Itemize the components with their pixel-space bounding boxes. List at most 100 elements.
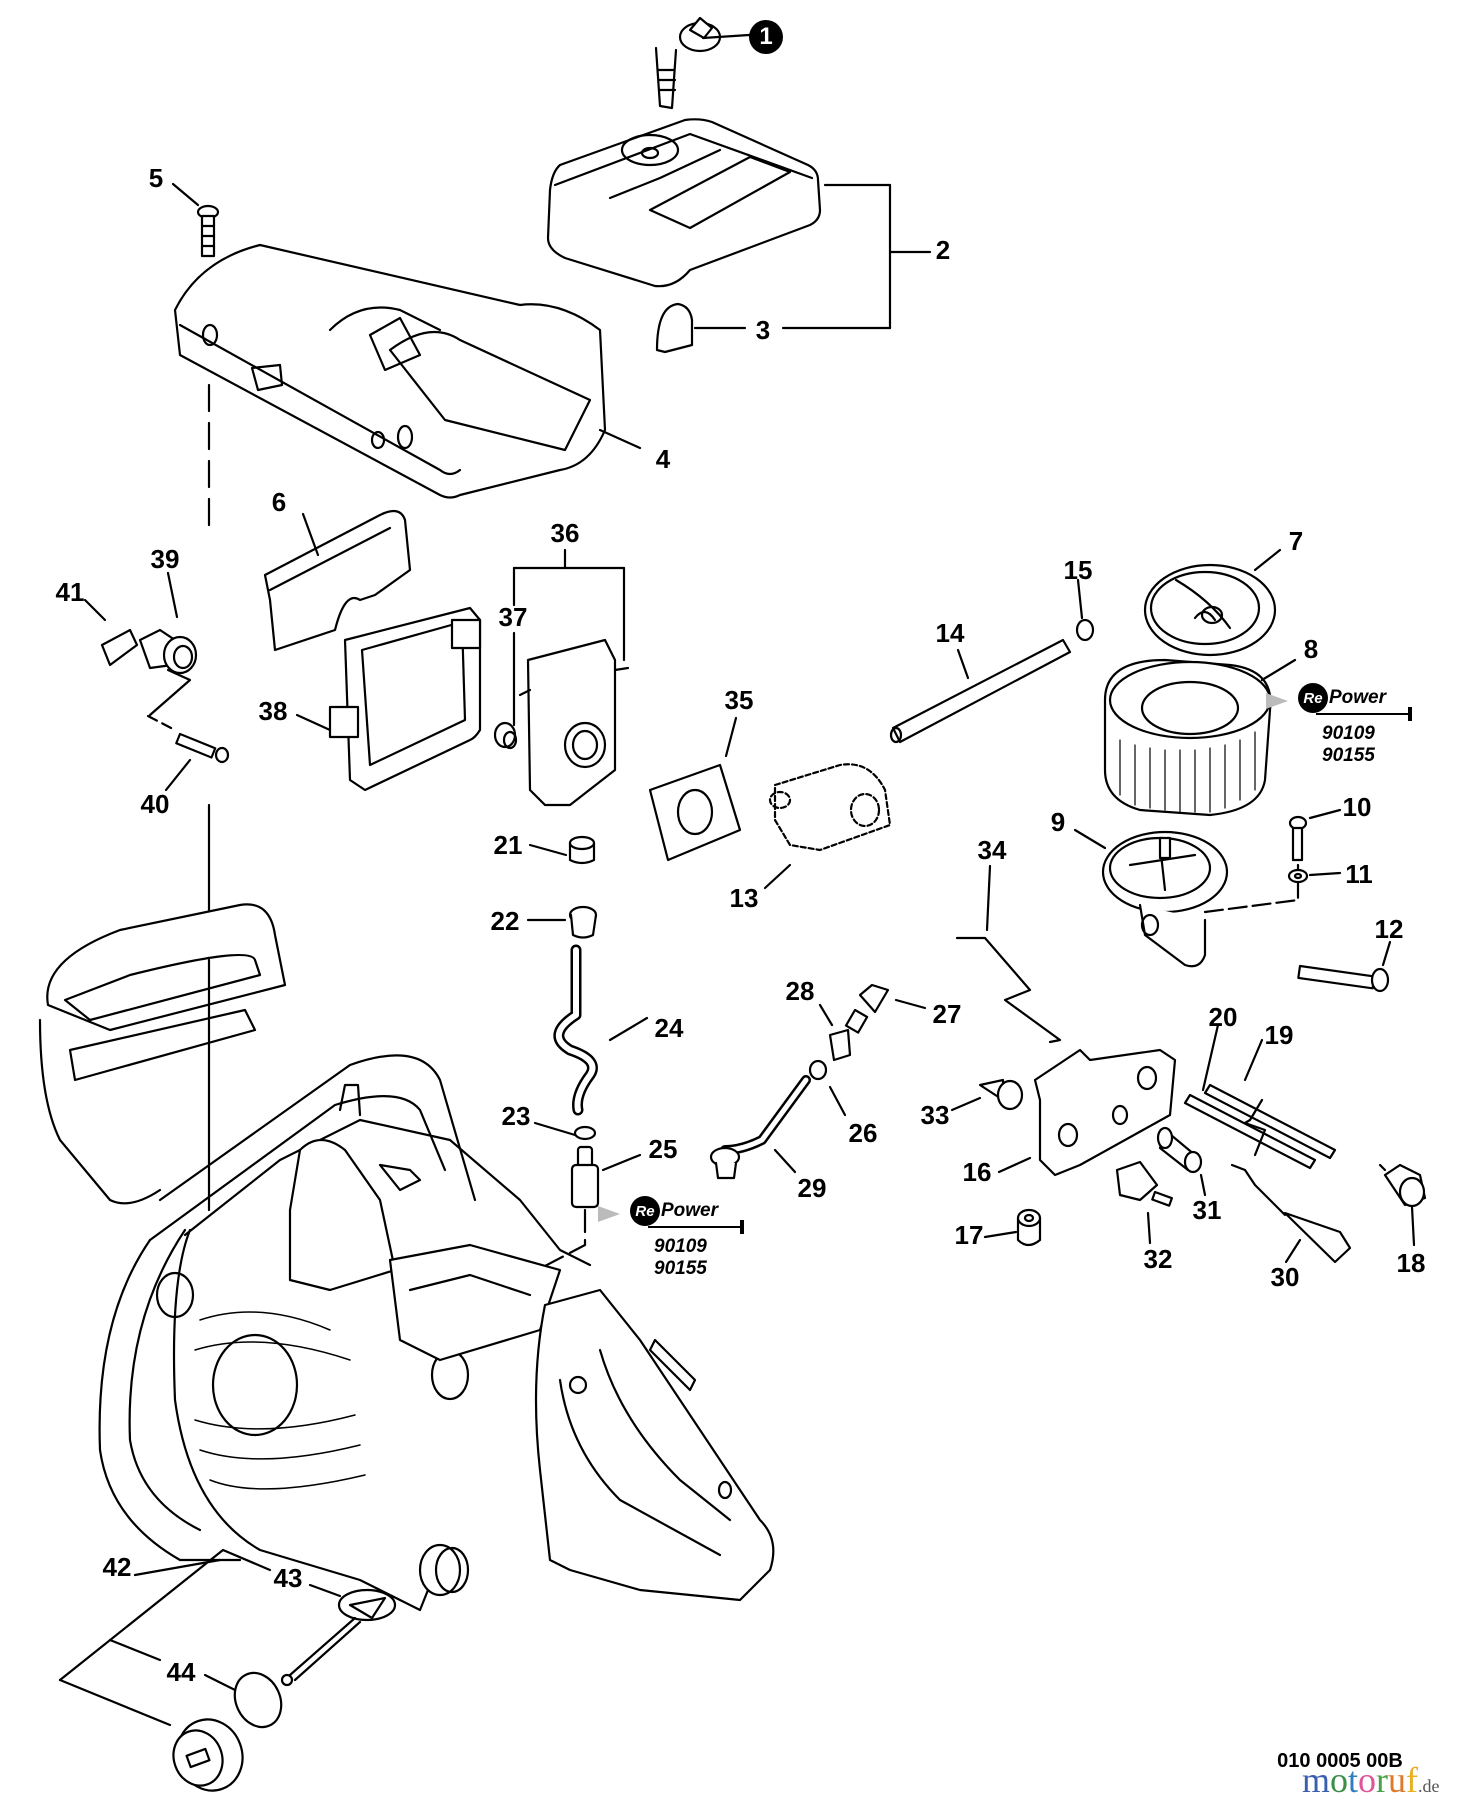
- part-42-oil-cap: [172, 1718, 244, 1792]
- group-bracket-42: [58, 1548, 272, 1727]
- part-22-grommet: [526, 905, 598, 939]
- part-39-intake-flange: [138, 571, 198, 717]
- watermark-logo: motoruf.de: [1302, 1762, 1440, 1798]
- part-37-bushing: [493, 721, 518, 750]
- callout-35: 35: [724, 685, 754, 715]
- callout-17: 17: [954, 1220, 984, 1250]
- part-9-filter-base: [1073, 828, 1300, 968]
- watermark-letter: o: [1330, 1760, 1349, 1800]
- drawing-number: 010 0005 00B: [1277, 1750, 1403, 1772]
- spray-arrow-icon: [598, 1206, 620, 1222]
- callout-9: 9: [1050, 807, 1066, 837]
- callout-22: 22: [490, 906, 520, 936]
- part-25-fuel-filter: [478, 1145, 642, 1302]
- callout-33: 33: [920, 1100, 950, 1130]
- callout-25: 25: [648, 1134, 678, 1164]
- callout-24: 24: [654, 1013, 684, 1043]
- callout-21: 21: [493, 830, 523, 860]
- watermark-letter: t: [1348, 1760, 1359, 1800]
- part-21-grommet: [528, 835, 596, 865]
- watermark-letter: m: [1302, 1760, 1331, 1800]
- part-14-fuel-line: [889, 638, 1072, 744]
- callout-31: 31: [1192, 1195, 1222, 1225]
- callout-27: 27: [932, 999, 962, 1029]
- part-29-oil-line: [709, 1075, 811, 1180]
- callout-36: 36: [550, 518, 580, 548]
- part-5-screw: [171, 182, 220, 258]
- part-6-filter-holder: [263, 509, 412, 652]
- repower-code: 90155: [1322, 745, 1375, 766]
- callout-19: 19: [1264, 1020, 1294, 1050]
- part-35-gasket: [648, 716, 742, 862]
- part-40-screw: [146, 714, 230, 962]
- callout-23: 23: [501, 1101, 531, 1131]
- callout-12: 12: [1374, 914, 1404, 944]
- repower-re-logo: Re: [1298, 683, 1328, 713]
- part-4-top-cover: [173, 243, 642, 527]
- part-27-connector: [844, 983, 927, 1034]
- part-2-air-filter-cover: [546, 118, 822, 288]
- watermark-letter: u: [1388, 1760, 1407, 1800]
- part-18-primer-bulb: [1378, 1163, 1427, 1247]
- callout-30: 30: [1270, 1262, 1300, 1292]
- watermark-letter: r: [1376, 1760, 1389, 1800]
- callout-39: 39: [150, 544, 180, 574]
- part-24-fuel-hose: [553, 944, 649, 1116]
- repower-badge-part-8: Re Power 90109 90155: [1266, 683, 1418, 767]
- part-3-pad: [655, 302, 747, 354]
- callout-34: 34: [977, 835, 1007, 865]
- part-32-valve: [1115, 1160, 1174, 1245]
- callout-40: 40: [140, 789, 170, 819]
- repower-power-text: Power: [1329, 687, 1387, 708]
- callout-1: 1: [749, 20, 783, 54]
- part-13-carburetor: [768, 763, 892, 852]
- part-33-clip: [950, 1078, 1024, 1112]
- repower-arrow-line: [1316, 713, 1410, 715]
- part-26-o-ring: [808, 1059, 847, 1117]
- part-30-choke-lever: [1230, 1163, 1352, 1264]
- repower-badge-part-25: Re Power 90109 90155: [598, 1196, 750, 1280]
- callout-29: 29: [797, 1173, 827, 1203]
- callout-44: 44: [166, 1657, 196, 1687]
- callout-28: 28: [785, 976, 815, 1006]
- callout-16: 16: [962, 1157, 992, 1187]
- callout-4: 4: [655, 444, 671, 474]
- group-bracket-2: [781, 183, 932, 330]
- part-1-cover-knob: [654, 16, 751, 110]
- part-28-sleeve: [818, 1003, 852, 1062]
- repower-re-logo: Re: [630, 1196, 660, 1226]
- callout-11: 11: [1345, 859, 1373, 889]
- callout-14: 14: [935, 618, 965, 648]
- part-41-gasket: [83, 598, 139, 667]
- part-main-chainsaw-body: [38, 903, 775, 1612]
- repower-arrow-tip: [740, 1220, 744, 1234]
- callout-2: 2: [935, 235, 951, 265]
- callout-13: 13: [729, 883, 759, 913]
- repower-code: 90109: [654, 1236, 707, 1257]
- repower-arrow-tip: [1408, 707, 1412, 721]
- group-bracket-36: [512, 548, 626, 727]
- part-13-leader: [763, 863, 792, 890]
- callout-5: 5: [148, 163, 164, 193]
- part-34-throttle-rod: [955, 864, 1062, 1044]
- callout-20: 20: [1208, 1002, 1238, 1032]
- callout-6: 6: [271, 487, 287, 517]
- callout-37: 37: [498, 602, 528, 632]
- callout-3: 3: [755, 315, 771, 345]
- callout-41: 41: [55, 577, 85, 607]
- part-17-spacer: [983, 1208, 1042, 1247]
- watermark-letter: f: [1406, 1760, 1419, 1800]
- part-44-o-ring: [203, 1671, 283, 1729]
- repower-arrow-line: [648, 1226, 742, 1228]
- part-16-switch-bracket: [997, 1048, 1177, 1177]
- callout-10: 10: [1342, 792, 1372, 822]
- part-8-air-filter: [1103, 658, 1297, 817]
- callout-18: 18: [1396, 1248, 1426, 1278]
- part-36-carburetor-mount: [518, 638, 630, 807]
- callout-26: 26: [848, 1118, 878, 1148]
- repower-power-text: Power: [661, 1200, 719, 1221]
- callout-32: 32: [1143, 1244, 1173, 1274]
- repower-code: 90155: [654, 1258, 707, 1279]
- part-31-bushing: [1156, 1126, 1207, 1197]
- spray-arrow-icon: [1266, 693, 1288, 709]
